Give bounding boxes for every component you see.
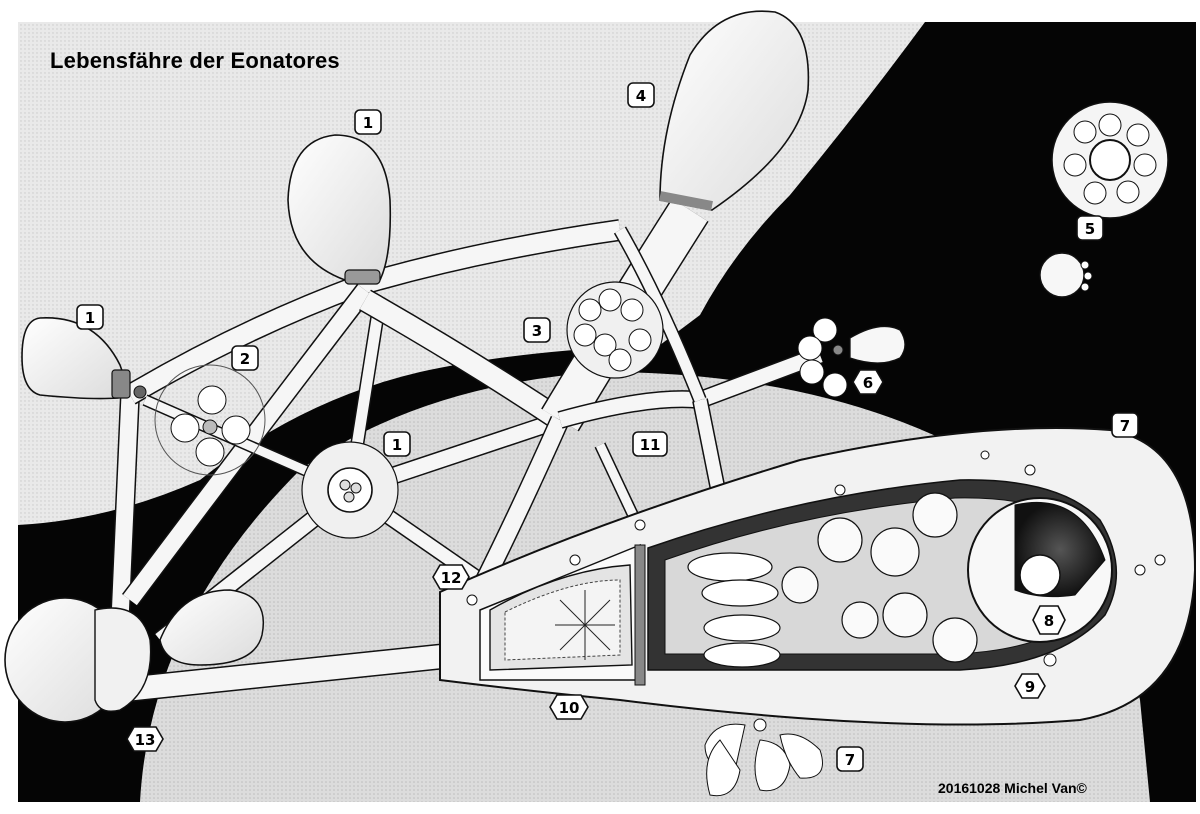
pod-top-4 bbox=[659, 10, 810, 211]
diagram-title: Lebensfähre der Eonatores bbox=[50, 48, 340, 73]
label-8: 8 bbox=[1032, 605, 1066, 635]
label-1-top: 1 bbox=[354, 109, 382, 135]
label-10-text: 10 bbox=[559, 699, 580, 717]
hub-module-1 bbox=[301, 441, 399, 539]
pod-engine-lower bbox=[159, 589, 264, 666]
label-1-hub: 1 bbox=[383, 431, 411, 457]
label-1-top-text: 1 bbox=[363, 114, 373, 132]
label-11-text: 11 bbox=[640, 436, 661, 454]
label-6-text: 6 bbox=[863, 374, 873, 392]
label-7-bottom: 7 bbox=[836, 746, 864, 772]
module-5-small bbox=[1039, 252, 1093, 298]
pod-bottom-13 bbox=[4, 597, 152, 723]
label-13: 13 bbox=[126, 726, 164, 752]
label-10: 10 bbox=[549, 694, 589, 720]
main-ship-7 bbox=[439, 427, 1197, 726]
label-9-text: 9 bbox=[1025, 678, 1035, 696]
module-6 bbox=[797, 317, 906, 398]
label-4: 4 bbox=[627, 82, 655, 108]
label-7-ship-text: 7 bbox=[1120, 417, 1130, 435]
label-1-left-text: 1 bbox=[85, 309, 95, 327]
label-7-bottom-text: 7 bbox=[845, 751, 855, 769]
label-3: 3 bbox=[523, 317, 551, 343]
label-2: 2 bbox=[231, 345, 259, 371]
label-5-text: 5 bbox=[1085, 220, 1095, 238]
module-2 bbox=[154, 364, 266, 476]
label-9: 9 bbox=[1014, 673, 1046, 699]
module-5-large bbox=[1051, 101, 1169, 219]
label-6: 6 bbox=[852, 369, 884, 395]
label-1-hub-text: 1 bbox=[392, 436, 402, 454]
label-13-text: 13 bbox=[135, 731, 156, 749]
label-12: 12 bbox=[432, 564, 470, 590]
module-3 bbox=[566, 281, 664, 379]
label-5: 5 bbox=[1076, 215, 1104, 241]
credit-line: 20161028 Michel Van© bbox=[938, 780, 1087, 796]
label-3-text: 3 bbox=[532, 322, 542, 340]
labels: 1 1 1 2 3 4 5 6 bbox=[76, 82, 1139, 772]
pod-left-1 bbox=[21, 317, 147, 400]
label-8-text: 8 bbox=[1044, 612, 1054, 630]
label-11: 11 bbox=[632, 431, 668, 457]
label-12-text: 12 bbox=[441, 569, 462, 587]
label-1-left: 1 bbox=[76, 304, 104, 330]
label-2-text: 2 bbox=[240, 350, 250, 368]
label-7-ship: 7 bbox=[1111, 412, 1139, 438]
label-4-text: 4 bbox=[636, 87, 646, 105]
pod-top-1 bbox=[287, 134, 392, 285]
module-7-bottom bbox=[704, 718, 823, 797]
